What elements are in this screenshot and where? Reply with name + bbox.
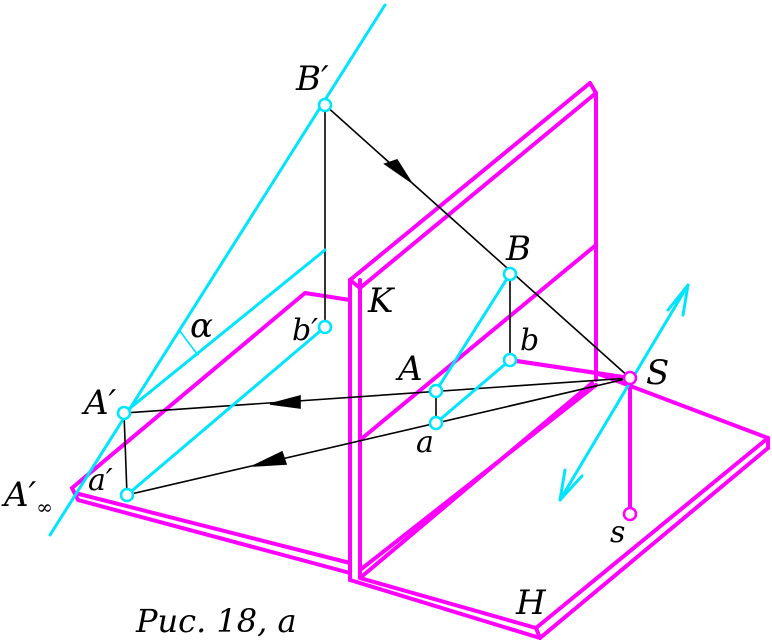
line-a-b <box>434 358 512 425</box>
planes <box>70 81 770 640</box>
label-alpha: α <box>190 306 213 346</box>
arrow-down-icon <box>558 468 584 502</box>
point-b <box>502 352 518 368</box>
arrow-up-icon <box>666 283 690 317</box>
left-plane-front-edge <box>70 486 352 575</box>
label-A: A <box>395 349 423 389</box>
figure-caption: Рис. 18, а <box>135 602 297 640</box>
label-Aprime-infinity-main: A′ <box>1 475 37 515</box>
line-A-B <box>434 272 512 393</box>
plane-h-front-edge <box>534 436 770 630</box>
b-to-s-trace <box>508 358 632 380</box>
plane-h-front-edge-inner <box>538 446 770 640</box>
cyan-rays <box>48 3 690 537</box>
point-Aprime <box>116 405 132 421</box>
label-Aprime-infinity-sub: ∞ <box>36 495 53 519</box>
plane-k-top-edge <box>348 81 592 282</box>
point-B <box>502 266 518 282</box>
plane-h-right-edge <box>594 371 770 440</box>
label-B: B <box>505 229 531 269</box>
plane-k-middle-line <box>358 243 598 442</box>
label-a: a <box>416 425 434 460</box>
alpha-arc <box>179 330 199 356</box>
parallel-line-Aprime <box>122 248 327 415</box>
point-bprime <box>317 319 333 335</box>
plane-h-bottom-edge <box>348 576 542 640</box>
labels: B′ b′ α A′ a′ A′∞ K B b A a S s H Рис. 1… <box>1 59 669 640</box>
point-a <box>428 415 444 431</box>
plane-h-inner-line <box>358 381 594 580</box>
point-aprime <box>119 487 135 503</box>
label-s: s <box>610 515 625 550</box>
point-Bprime <box>317 97 333 113</box>
projection-lines <box>123 104 631 496</box>
ray-S-to-Aprime <box>123 377 631 414</box>
line-through-S <box>558 283 690 502</box>
label-bprime: b′ <box>292 313 318 348</box>
line-aprime-bprime <box>125 325 327 497</box>
label-K: K <box>367 281 396 321</box>
label-Bprime: B′ <box>295 59 329 99</box>
label-Aprime-infinity: A′∞ <box>1 475 53 519</box>
point-S <box>622 370 638 386</box>
label-H: H <box>515 583 547 623</box>
Aprime-aprime-vertical <box>123 412 128 496</box>
label-S: S <box>646 353 669 393</box>
left-plane-front-edge-inner <box>73 491 352 565</box>
point-s <box>622 506 638 522</box>
plane-k-cap <box>348 81 598 290</box>
points <box>116 97 638 522</box>
ray-S-to-aprime <box>126 377 631 496</box>
label-b: b <box>520 323 539 358</box>
label-Aprime: A′ <box>81 383 117 423</box>
point-A <box>428 383 444 399</box>
label-aprime: a′ <box>88 463 113 498</box>
plane-k-top-edge-inner <box>358 91 598 290</box>
arrow-head-upper <box>383 159 412 183</box>
arrow-head-lower <box>252 450 288 467</box>
ray-S-to-Bprime <box>324 104 631 379</box>
arrow-head-middle <box>269 394 301 409</box>
left-plane-top-edge <box>70 291 352 490</box>
long-line-Aprime-Bprime <box>48 3 387 537</box>
